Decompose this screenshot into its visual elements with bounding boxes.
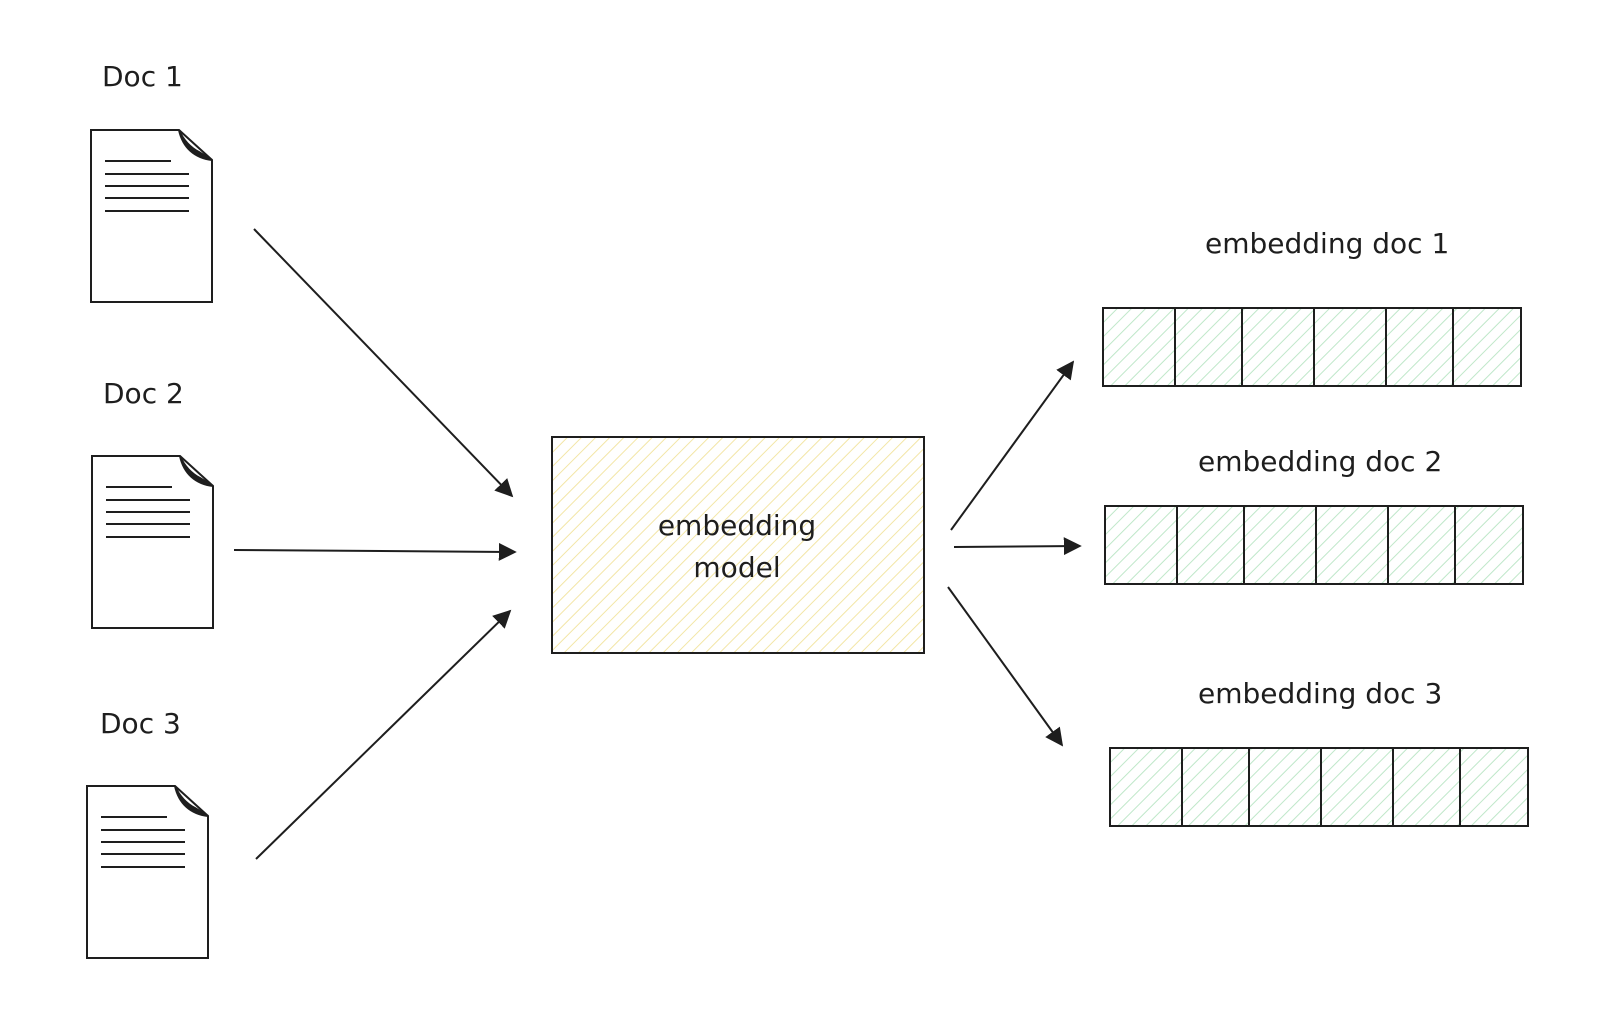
embedding-cell	[1181, 747, 1250, 827]
embedding-cell	[1102, 307, 1176, 387]
embedding-cell	[1459, 747, 1529, 827]
document-icon	[90, 129, 213, 303]
embedding-doc-2-label: embedding doc 2	[1198, 445, 1443, 478]
embedding-doc-3-label: embedding doc 3	[1198, 677, 1443, 710]
arrow-icon	[950, 360, 1075, 531]
document-icon	[86, 785, 209, 959]
embedding-cell	[1385, 307, 1454, 387]
arrow-icon	[233, 542, 517, 561]
arrow-icon	[953, 537, 1082, 556]
model-label-line-1: embedding	[657, 509, 817, 542]
embedding-cell	[1320, 747, 1394, 827]
embedding-cell	[1104, 505, 1178, 585]
embedding-cell	[1241, 307, 1315, 387]
document-icon	[91, 455, 214, 629]
embedding-cell	[1243, 505, 1317, 585]
embedding-cell	[1313, 307, 1387, 387]
doc-2-label: Doc 2	[103, 377, 184, 410]
model-label-line-2: model	[693, 551, 781, 584]
embedding-cell	[1454, 505, 1524, 585]
arrow-icon	[253, 228, 514, 498]
embedding-cell	[1315, 505, 1389, 585]
arrow-icon	[255, 609, 512, 860]
embedding-cell	[1248, 747, 1322, 827]
doc-3-label: Doc 3	[100, 707, 181, 740]
embedding-cell	[1392, 747, 1461, 827]
embedding-model-label: embedding model	[552, 505, 922, 589]
arrow-icon	[947, 586, 1064, 747]
embedding-vector-doc-1	[1102, 307, 1522, 387]
embedding-vector-doc-2	[1104, 505, 1524, 585]
embedding-cell	[1387, 505, 1456, 585]
embedding-doc-1-label: embedding doc 1	[1205, 227, 1450, 260]
embedding-model-box	[551, 436, 925, 654]
embedding-vector-doc-3	[1109, 747, 1529, 827]
embedding-cell	[1174, 307, 1243, 387]
doc-1-label: Doc 1	[102, 60, 183, 93]
embedding-cell	[1176, 505, 1245, 585]
embedding-cell	[1452, 307, 1522, 387]
embedding-cell	[1109, 747, 1183, 827]
